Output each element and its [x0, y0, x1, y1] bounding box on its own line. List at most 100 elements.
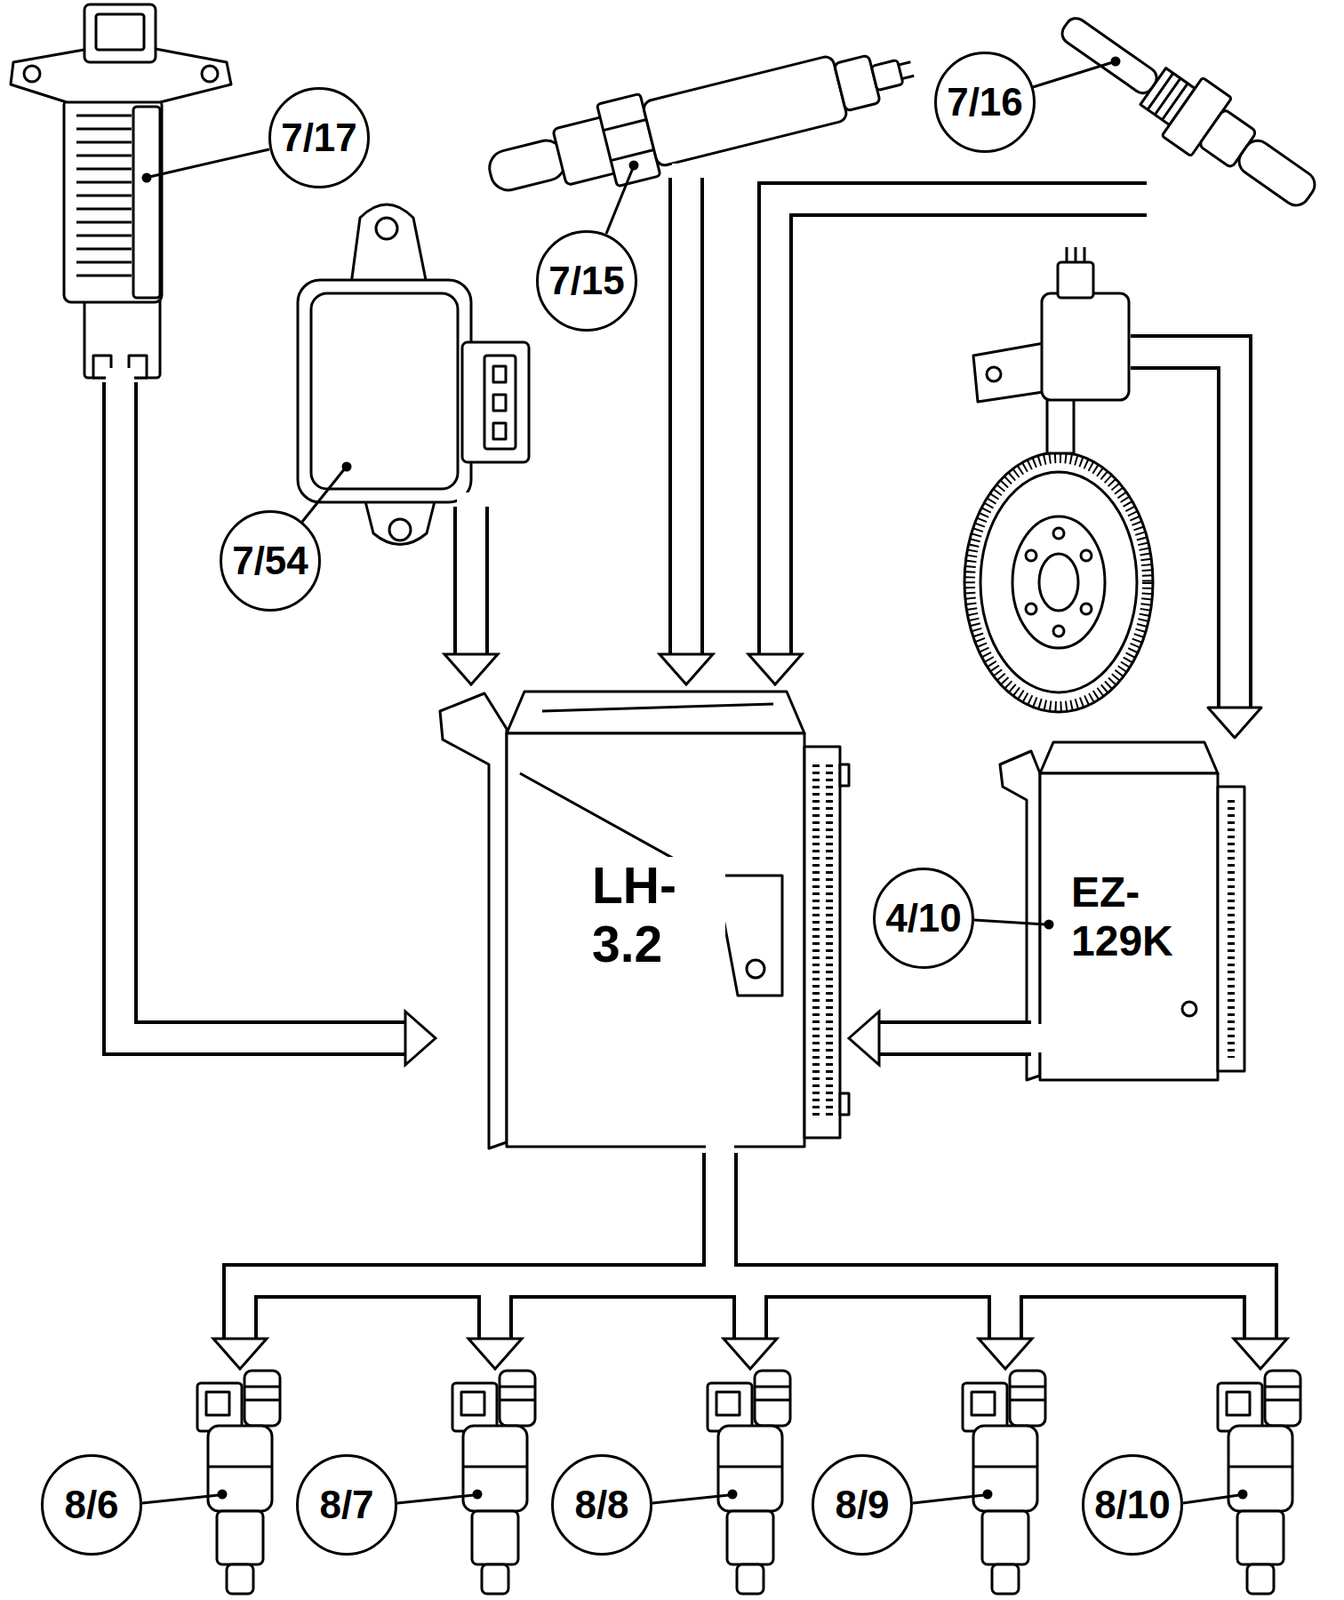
arrow-head	[723, 1338, 777, 1369]
crankshaft-sensor	[1039, 553, 1079, 611]
leader-lines	[974, 920, 1046, 925]
crankshaft-sensor	[980, 472, 1137, 693]
air-mass-sensor	[84, 293, 160, 378]
signal-band-fill	[120, 382, 406, 1039]
leader-lines	[1032, 62, 1113, 88]
connector-outlines	[120, 177, 1261, 1339]
signal-band	[720, 1152, 1261, 1339]
throttle-sensor	[297, 204, 529, 545]
callout-circle: 8/8	[551, 1454, 653, 1556]
injector-part: 8/9	[960, 1368, 1050, 1596]
callout-circle: 7/15	[536, 230, 638, 332]
callout-number: 7/54	[232, 541, 309, 581]
oxygen-sensor	[898, 62, 914, 80]
lh-control-unit	[542, 704, 774, 712]
lh-control-unit	[715, 875, 783, 996]
crankshaft-sensor	[964, 452, 1153, 712]
signal-band	[668, 177, 704, 655]
throttle-sensor	[351, 204, 427, 285]
signal-band	[453, 506, 489, 655]
lh-control-unit	[506, 691, 805, 734]
signal-band	[1130, 352, 1262, 738]
temperature-sensor	[1233, 135, 1320, 210]
leader-lines	[652, 1495, 729, 1504]
injector	[962, 1370, 1046, 1594]
signal-band	[720, 1152, 1006, 1339]
signal-band	[1208, 707, 1262, 738]
callout-circle: 8/7	[296, 1454, 398, 1556]
lh-control-unit	[804, 746, 840, 1138]
label-box: EZ- 129K	[1071, 867, 1192, 966]
throttle-sensor	[389, 519, 411, 541]
temperature-sensor-part: 7/16	[1146, 0, 1339, 220]
signal-band	[1130, 352, 1235, 709]
lh-control-unit	[812, 764, 820, 1120]
arrow-head	[1233, 1338, 1288, 1369]
callout-number: 8/8	[574, 1485, 629, 1525]
leader-lines	[1183, 1495, 1240, 1504]
crankshaft-sensor	[1053, 528, 1064, 539]
callout-circle: 7/54	[219, 510, 321, 612]
callout-circle: 7/16	[934, 51, 1036, 153]
callout-number: 7/15	[548, 261, 625, 301]
air-mass-sensor	[201, 65, 218, 82]
connector-heads	[213, 654, 1288, 1369]
arrow-head	[213, 1338, 267, 1369]
crankshaft-sensor	[1012, 516, 1105, 648]
throttle-sensor	[376, 217, 398, 240]
arrow-head	[848, 1011, 880, 1065]
throttle-sensor	[364, 497, 436, 545]
throttle-sensor	[462, 342, 529, 463]
lh-control-unit	[440, 693, 507, 1149]
arrow-head	[468, 1338, 522, 1369]
callout-number: 7/17	[280, 118, 358, 158]
leader-lines	[302, 468, 345, 522]
oxygen-sensor	[833, 55, 880, 112]
signal-band-fill	[720, 1152, 1261, 1339]
leader-lines	[1045, 920, 1053, 928]
signal-band	[240, 1152, 720, 1339]
signal-band	[1130, 352, 1235, 708]
leader-lines	[149, 149, 270, 177]
injector-part: 8/7	[450, 1368, 540, 1596]
leader-lines	[606, 168, 633, 234]
signal-band	[775, 199, 1147, 655]
crankshaft-sensor	[1066, 247, 1085, 263]
callout-number: 7/16	[946, 82, 1024, 122]
signal-band-fill	[495, 1152, 720, 1339]
oxygen-sensor-part: 7/15	[469, 35, 896, 178]
signal-band-fill	[240, 1152, 720, 1339]
leader-lines	[984, 1490, 992, 1498]
lh-control-unit	[746, 960, 765, 978]
lh-control-unit	[840, 1093, 849, 1115]
crankshaft-sensor	[986, 367, 1001, 382]
signal-band	[879, 1020, 1032, 1056]
arrow-head	[978, 1338, 1032, 1369]
throttle-sensor	[493, 394, 506, 411]
control-unit: 4/10EZ- 129K	[1031, 737, 1250, 1088]
arrow-head	[405, 1011, 436, 1065]
injector-part: 8/6	[195, 1368, 285, 1596]
callout-number: 8/7	[319, 1485, 374, 1525]
air-mass-sensor	[10, 4, 232, 378]
signal-band-fill	[879, 1024, 1032, 1053]
crankshaft-sensor	[964, 247, 1153, 712]
injector	[197, 1370, 280, 1594]
injector	[1217, 1370, 1301, 1594]
crankshaft-sensor	[1025, 603, 1037, 615]
throttle-sensor	[311, 293, 458, 489]
callout-number: 4/10	[885, 898, 962, 938]
lh-control-unit	[506, 733, 805, 1147]
crankshaft-sensor	[1057, 262, 1094, 298]
crankshaft-sensor	[973, 342, 1049, 402]
leader-lines	[143, 174, 151, 182]
signal-band-fill	[775, 199, 1147, 655]
leader-lines	[473, 1490, 481, 1498]
unit-name: LH- 3.2	[592, 856, 726, 974]
lh-control-unit	[440, 691, 849, 1149]
leader-lines	[912, 1495, 984, 1504]
ez-control-unit	[1227, 800, 1235, 1058]
arrow-head	[748, 654, 802, 685]
drawing	[10, 0, 1330, 1594]
